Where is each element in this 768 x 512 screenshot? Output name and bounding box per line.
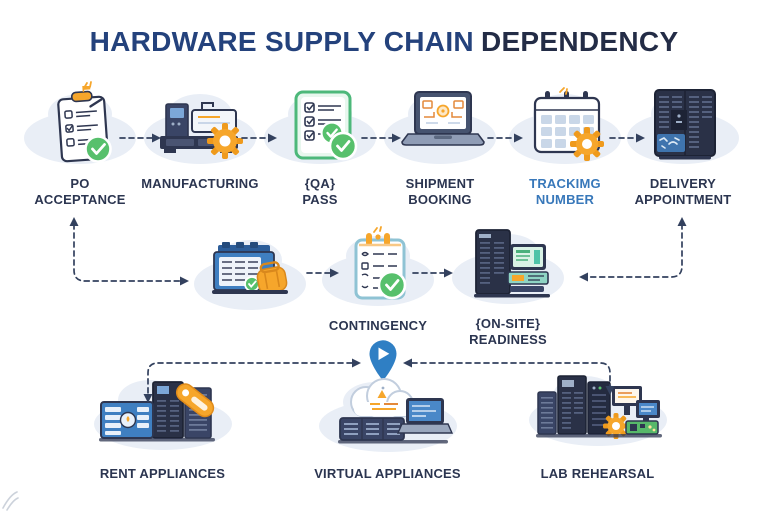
stage-label: VIRTUAL APPLIANCES — [314, 466, 461, 481]
elbow-po-loop — [73, 223, 181, 282]
stage-label: {ON-SITE} READINESS — [469, 316, 547, 347]
page-title-secondary: DEPENDENCY — [480, 26, 679, 57]
laptop-booking-icon — [401, 91, 485, 146]
stage-label: PO ACCEPTANCE — [34, 176, 126, 207]
stage-label: DELIVERY APPOINTMENT — [634, 176, 732, 207]
stage-label: {QA} PASS — [302, 176, 338, 207]
stage-label: CONTINGENCY — [328, 318, 428, 333]
lab-setup-icon — [535, 375, 662, 439]
factory-machine-icon — [160, 102, 243, 159]
stage-label: TRACKIMG NUMBER — [529, 176, 601, 207]
stage-label: LAB REHEARSAL — [540, 466, 655, 481]
ledger-bag-icon — [212, 242, 288, 294]
page-title-primary: HARDWARE SUPPLY CHAIN — [89, 26, 474, 57]
page-curl-mark — [2, 491, 19, 511]
rent-servers-icon — [98, 381, 215, 442]
onsite-server-icon — [474, 229, 550, 298]
clipboard-check-icon — [57, 86, 112, 163]
calendar-gear-icon — [533, 91, 604, 161]
stage-label: RENT APPLIANCES — [99, 466, 226, 481]
notepad-check-icon — [354, 233, 407, 300]
stage-label: MANUFACTURING — [141, 176, 259, 191]
elbow-delivery-loop — [587, 223, 683, 278]
stage-label: SHIPMENT BOOKING — [405, 176, 475, 207]
qa-checklist-icon — [294, 90, 358, 161]
cloud-virtual-icon — [337, 378, 453, 444]
server-rack-icon — [654, 89, 716, 160]
